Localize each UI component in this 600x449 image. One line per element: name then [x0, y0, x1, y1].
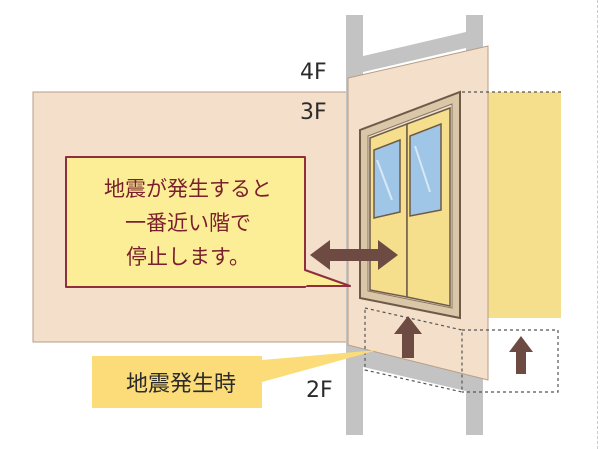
car-outline-dashed	[364, 307, 463, 393]
floor-label-4f: 4F	[300, 60, 327, 85]
event-label-box	[92, 350, 378, 408]
door-left-window	[373, 138, 401, 219]
right-panel	[483, 92, 561, 318]
callout-line-3: 停止します。	[126, 245, 250, 269]
floor-slab-upper	[346, 28, 483, 76]
callout-line-1: 地震が発生すると	[104, 177, 272, 201]
car-outline-right	[462, 329, 559, 393]
callout-box	[65, 156, 351, 288]
door-right-window	[409, 122, 442, 217]
callout-line-2: 一番近い階で	[125, 211, 251, 235]
up-arrow-icon	[509, 336, 533, 374]
floor-label-3f: 3F	[300, 100, 327, 125]
floor-label-2f: 2F	[306, 378, 333, 403]
callout-text: 地震が発生すると 一番近い階で 停止します。	[72, 172, 304, 274]
double-arrow-icon	[310, 240, 398, 270]
page-edge-dashed	[597, 0, 598, 449]
event-label: 地震発生時	[125, 372, 236, 397]
floor-slab-lower	[346, 345, 483, 395]
up-arrow-icon	[394, 316, 422, 358]
